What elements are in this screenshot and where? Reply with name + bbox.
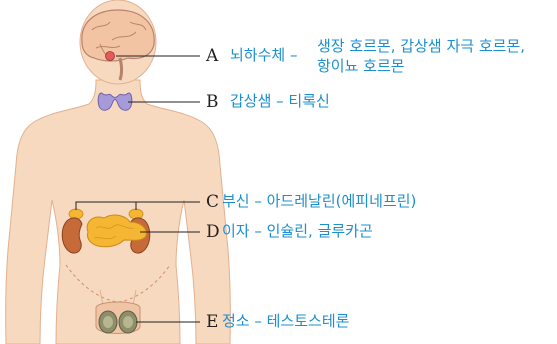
label-letter-E: E <box>206 314 218 331</box>
pituitary-label: 뇌하수체 – <box>230 46 297 65</box>
pituitary-hormones-line1: 생장 호르몬, 갑상샘 자극 호르몬, <box>317 37 525 56</box>
thyroid-label: 갑상샘 – 티록신 <box>230 92 330 111</box>
testis-label: 정소 – 테스토스테론 <box>222 312 349 331</box>
label-letter-B: B <box>206 94 219 111</box>
pituitary-hormones-line2: 항이뇨 호르몬 <box>317 57 405 76</box>
pancreas-label: 이자 – 인슐린, 글루카곤 <box>222 222 373 241</box>
label-letter-C: C <box>206 194 219 211</box>
adrenal-label: 부신 – 아드레날린(에피네프린) <box>222 192 416 211</box>
label-letter-D: D <box>206 224 220 241</box>
pituitary-gland-icon <box>106 52 115 61</box>
label-letter-A: A <box>206 48 218 65</box>
